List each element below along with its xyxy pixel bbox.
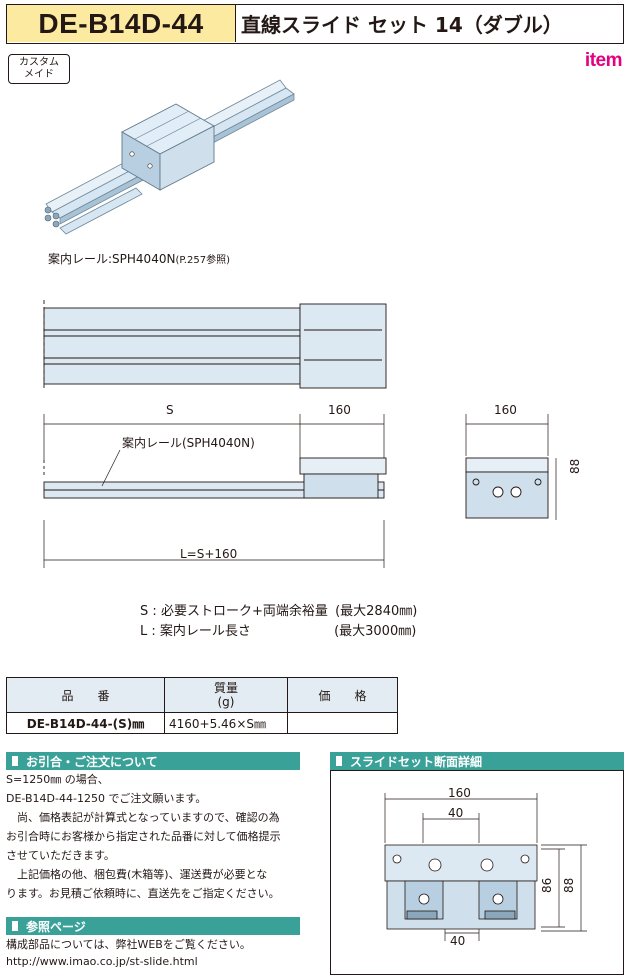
reference-url-link[interactable]: http://www.imao.co.jp/st-slide.html: [6, 955, 198, 968]
dim-s: S: [166, 403, 174, 417]
spec-table: 品 番 質量 (g) 価 格 DE-B14D-44-(S)㎜ 4160+5.46…: [6, 677, 398, 734]
bar-square-icon: [12, 756, 18, 766]
th-price: 価 格: [287, 677, 398, 713]
legend-key-l: L: [140, 624, 148, 639]
bar-square-icon: [12, 921, 18, 931]
table-header-row: 品 番 質量 (g) 価 格: [6, 677, 398, 713]
order-section-bar: お引合・ご注文について: [6, 752, 300, 770]
reference-section-title: 参照ページ: [26, 919, 86, 934]
legend-desc-s: 必要ストローク+両端余裕量: [160, 604, 328, 619]
bar-square-icon: [336, 756, 342, 766]
legend-desc-l: 案内レール長さ: [159, 624, 251, 639]
reference-section-bar: 参照ページ: [6, 917, 300, 935]
th-mass-unit: (g): [217, 695, 235, 709]
order-line: 尚、価格表記が計算式となっていますので、確認の為: [6, 811, 280, 824]
rail-note: 案内レール:SPH4040N(P.257参照): [48, 250, 230, 267]
th-mass-label: 質量: [213, 681, 238, 695]
order-line: 上記価格の他、梱包費(木箱等)、運送費が必要とな: [6, 868, 268, 881]
custom-made-badge: カスタム メイド: [8, 54, 70, 84]
legend-sep-s: :: [152, 604, 157, 619]
cross-section-box: [330, 770, 624, 975]
order-line: S=1250㎜ の場合、: [6, 773, 109, 786]
cell-mass: 4160+5.46×S㎜: [164, 712, 288, 734]
dim-block-width: 160: [328, 403, 351, 417]
badge-line-2: メイド: [24, 69, 54, 80]
page-title: 直線スライド セット 14（ダブル）: [241, 13, 563, 37]
detail-section-title: スライドセット断面詳細: [350, 754, 483, 769]
product-isometric-image: [44, 79, 295, 235]
rail-note-main: 案内レール:SPH4040N: [48, 252, 176, 266]
detail-width: 160: [448, 786, 471, 800]
detail-bottom-pitch: 40: [450, 934, 466, 948]
th-part-no: 品 番: [6, 677, 165, 713]
brand-logo: item: [584, 50, 623, 71]
dim-rail-label: 案内レール(SPH4040N): [122, 436, 255, 450]
detail-section-bar: スライドセット断面詳細: [330, 752, 624, 770]
rail-note-ref: (P.257参照): [175, 255, 230, 266]
dimension-drawing: [43, 300, 557, 568]
cell-part-no: DE-B14D-44-(S)㎜: [6, 712, 165, 734]
top-view: [43, 300, 387, 390]
detail-outer-height: 88: [562, 877, 576, 893]
order-line: させていただきます。: [6, 849, 115, 862]
title-box: 直線スライド セット 14（ダブル）: [241, 5, 563, 42]
dim-end-width: 160: [494, 403, 517, 417]
cell-price: [287, 712, 398, 734]
badge-line-1: カスタム: [19, 57, 59, 68]
detail-inner-height: 86: [540, 877, 554, 893]
legend-sep-l: :: [151, 624, 156, 639]
legend-row-s: S : 必要ストローク+両端余裕量 (最大2840㎜): [140, 602, 417, 622]
dim-total-length: L=S+160: [180, 547, 238, 561]
table-row: DE-B14D-44-(S)㎜ 4160+5.46×S㎜: [6, 712, 398, 734]
order-line: お引合時にお客様から指定された品番に対して価格提示: [6, 830, 281, 843]
header: DE-B14D-44 直線スライド セット 14（ダブル）: [6, 4, 624, 44]
dim-height: 88: [568, 458, 582, 474]
product-code-box: DE-B14D-44: [7, 5, 236, 42]
order-line: ります。お見積ご依頼時に、直送先をご指定ください。: [6, 887, 280, 900]
order-section-text: S=1250㎜ の場合、 DE-B14D-44-1250 でご注文願います。 尚…: [6, 770, 281, 903]
order-section-title: お引合・ご注文について: [26, 754, 158, 769]
legend: S : 必要ストローク+両端余裕量 (最大2840㎜) L : 案内レール長さ …: [140, 602, 417, 642]
order-line: DE-B14D-44-1250 でご注文願います。: [6, 792, 207, 805]
legend-max-l: (最大3000㎜): [334, 624, 417, 639]
reference-section-text: 構成部品については、弊社WEBをご覧ください。 http://www.imao.…: [6, 936, 251, 970]
product-code: DE-B14D-44: [38, 7, 204, 39]
detail-top-pitch: 40: [448, 806, 464, 820]
th-mass: 質量 (g): [164, 677, 288, 713]
reference-line: 構成部品については、弊社WEBをご覧ください。: [6, 938, 251, 951]
legend-row-l: L : 案内レール長さ (最大3000㎜): [140, 622, 417, 642]
legend-key-s: S: [140, 604, 149, 619]
legend-max-s: (最大2840㎜): [335, 604, 418, 619]
cross-section-drawing: [384, 793, 587, 941]
